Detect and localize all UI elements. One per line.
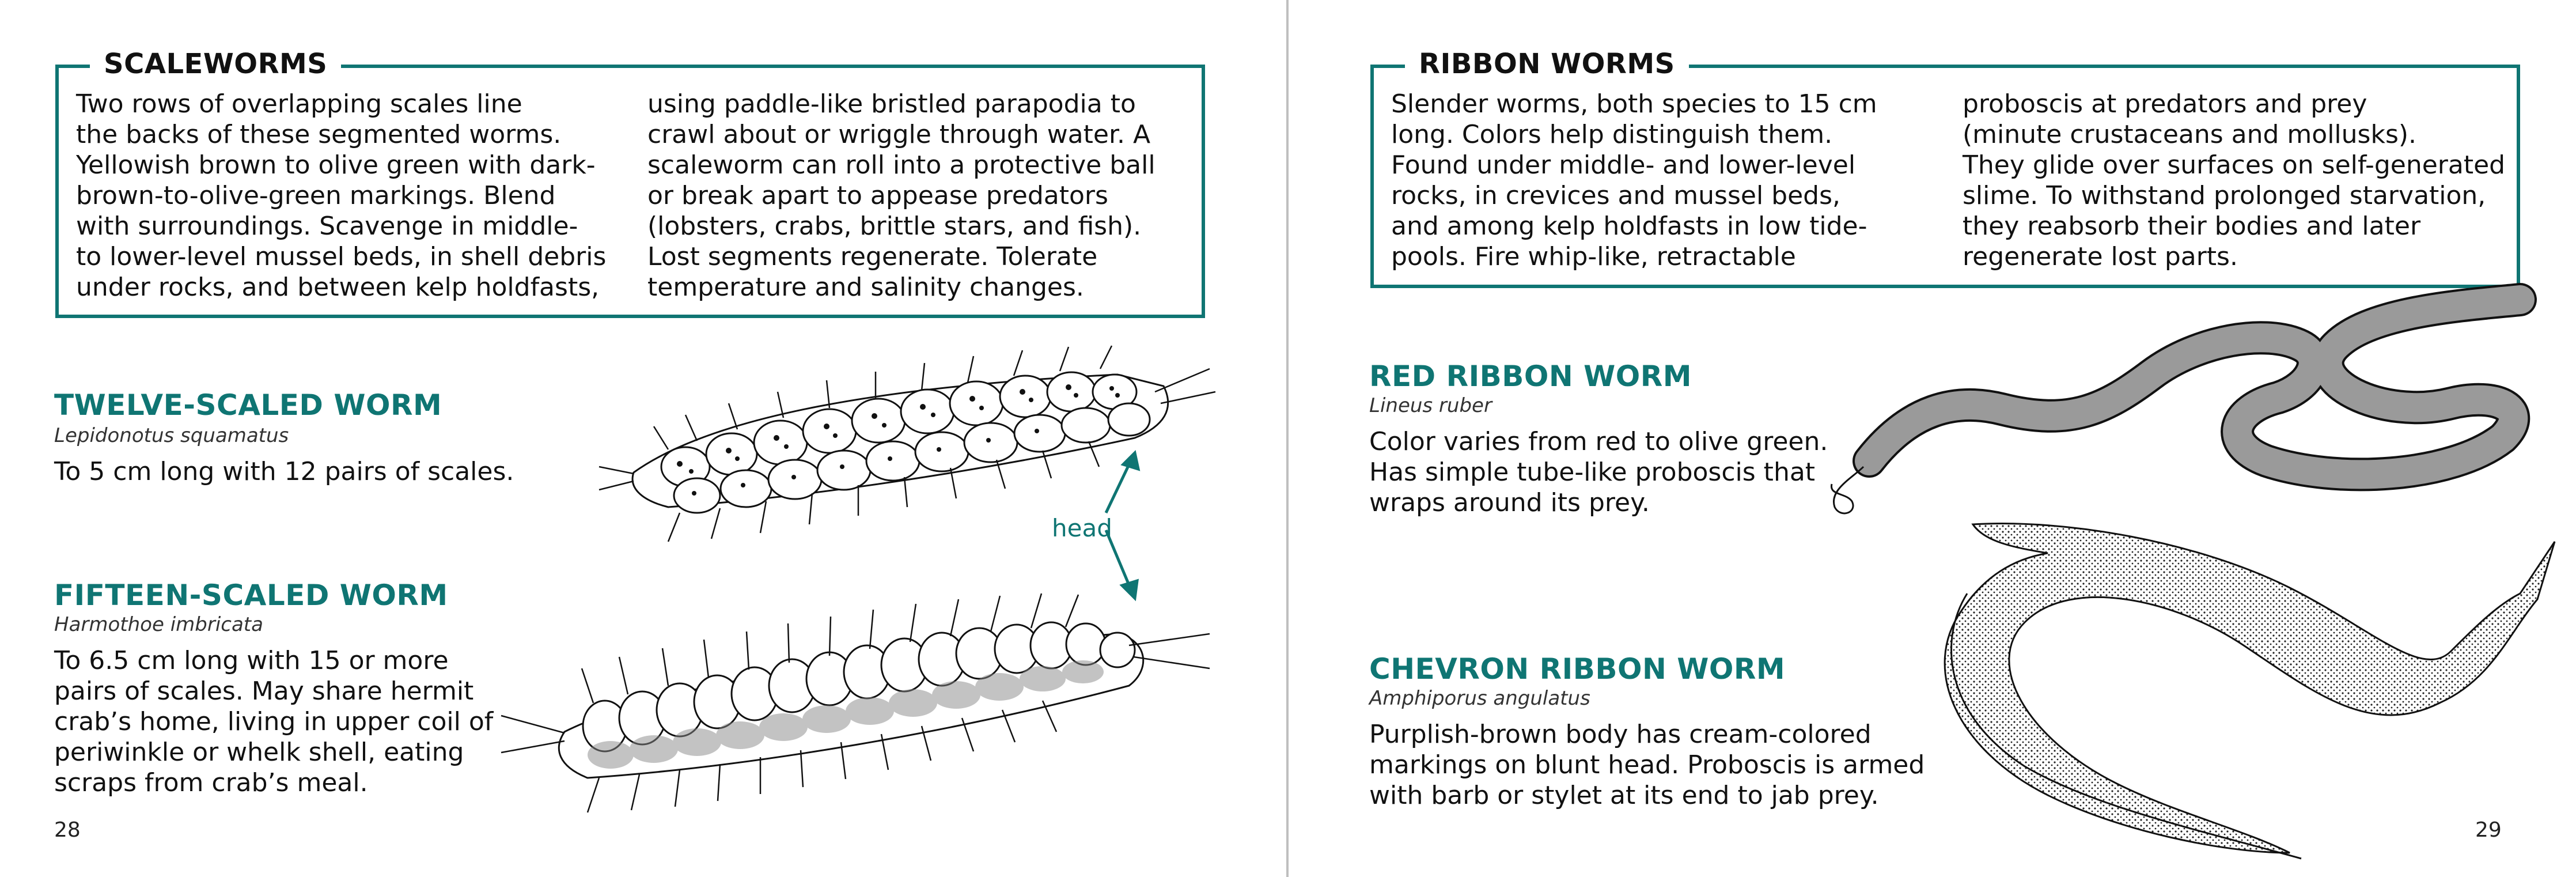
- box-text-col2: using paddle-like bristled parapodia to …: [647, 89, 1156, 302]
- species-latin-name: Lepidonotus squamatus: [54, 424, 289, 447]
- species-description: To 6.5 cm long with 15 or more pairs of …: [54, 646, 494, 797]
- page-gutter: [1286, 0, 1289, 877]
- species-description: Color varies from red to olive green. Ha…: [1369, 427, 1828, 517]
- red-ribbon-worm-illustration: [1831, 283, 2537, 515]
- species-latin-name: Lineus ruber: [1369, 394, 1492, 417]
- species-latin-name: Amphiporus angulatus: [1369, 687, 1590, 710]
- species-title: TWELVE-SCALED WORM: [54, 388, 442, 422]
- species-latin-name: Harmothoe imbricata: [54, 613, 263, 636]
- species-description: To 5 cm long with 12 pairs of scales.: [54, 457, 514, 486]
- head-pointer-arrows: [1104, 449, 1141, 602]
- ribbon-worms-info-box: RIBBON WORMS Slender worms, both species…: [1370, 44, 2520, 288]
- right-page: RIBBON WORMS Slender worms, both species…: [1287, 0, 2576, 877]
- page-number: 29: [2475, 818, 2502, 842]
- box-title: SCALEWORMS: [90, 44, 342, 84]
- page-number: 28: [54, 818, 81, 842]
- box-title: RIBBON WORMS: [1405, 44, 1689, 84]
- left-page: SCALEWORMS Two rows of overlapping scale…: [0, 0, 1287, 877]
- head-label: head: [1052, 514, 1112, 542]
- species-title: CHEVRON RIBBON WORM: [1369, 652, 1786, 686]
- box-text-col1: Two rows of overlapping scales line the …: [76, 89, 607, 302]
- species-title: FIFTEEN-SCALED WORM: [54, 579, 448, 612]
- species-description: Purplish-brown body has cream-colored ma…: [1369, 720, 1925, 810]
- box-text-col2: proboscis at predators and prey (minute …: [1963, 89, 2506, 271]
- fifteen-scaled-worm-illustration: [501, 593, 1210, 813]
- species-title: RED RIBBON WORM: [1369, 360, 1692, 393]
- chevron-ribbon-worm-illustration: [1944, 523, 2556, 860]
- scaleworms-info-box: SCALEWORMS Two rows of overlapping scale…: [55, 44, 1205, 318]
- box-text-col1: Slender worms, both species to 15 cm lon…: [1391, 89, 1877, 271]
- twelve-scaled-worm-illustration: [598, 345, 1216, 542]
